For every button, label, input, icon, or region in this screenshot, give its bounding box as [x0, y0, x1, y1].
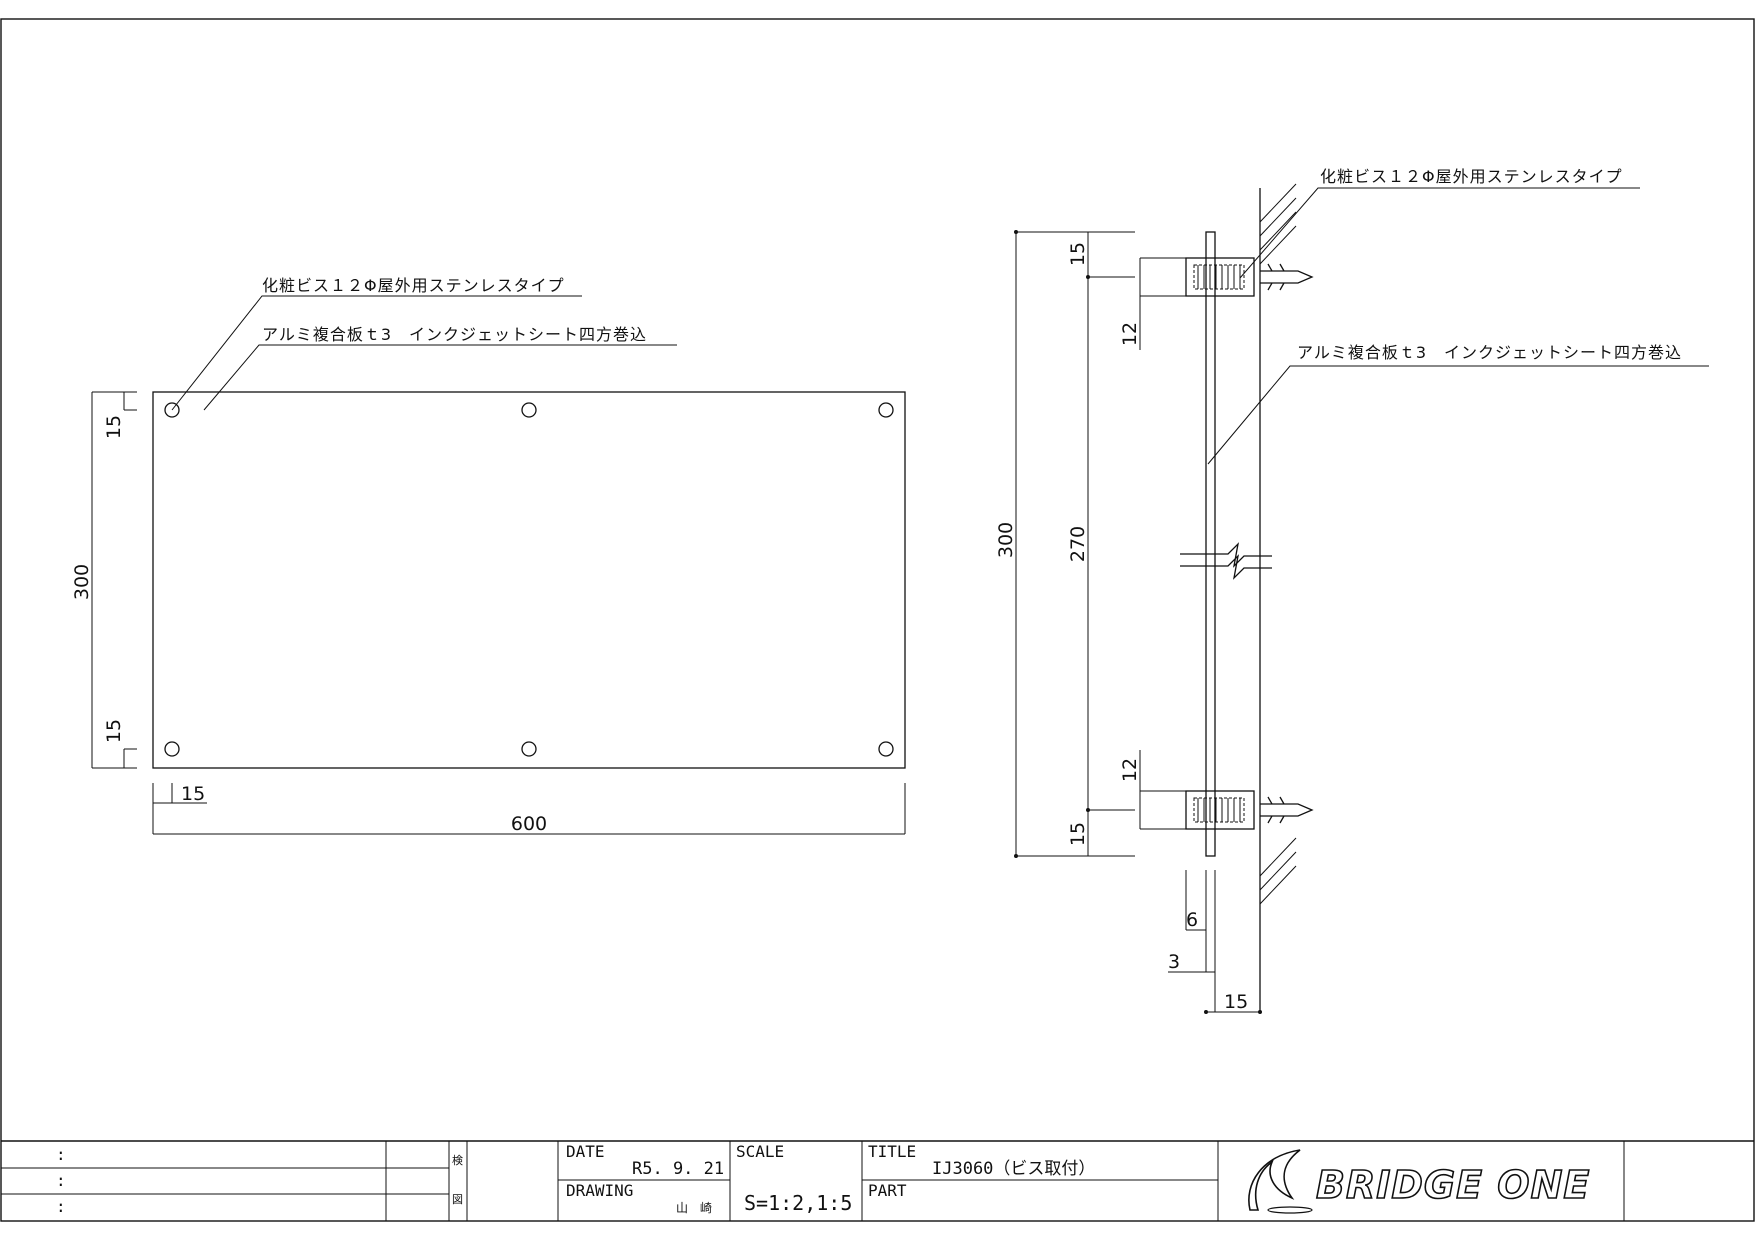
screw-assembly-bottom	[1185, 790, 1314, 830]
tb-drawn-label: 図	[452, 1193, 463, 1206]
side-dim-cap-top: 12	[1119, 322, 1141, 346]
wall-hatch-top	[1259, 183, 1297, 265]
break-symbol	[1180, 542, 1272, 580]
side-view: 化粧ビス１２Φ屋外用ステンレスタイプ アルミ複合板ｔ3 インクジェットシート四方…	[995, 167, 1709, 1014]
screw-hole-bottom-right	[878, 741, 894, 757]
side-dim-top-margin: 15	[1067, 242, 1089, 266]
screw-hole-bottom-left	[164, 741, 180, 757]
side-callout-panel: アルミ複合板ｔ3 インクジェットシート四方巻込	[1297, 343, 1682, 362]
tb-title-label: TITLE	[868, 1142, 916, 1161]
screw-cap-top	[1185, 257, 1255, 297]
thread-lines-top	[1197, 265, 1241, 289]
wall-hatch-bottom	[1259, 837, 1297, 905]
screw-assembly-top	[1185, 257, 1314, 297]
tb-rev-row-2-text: :	[56, 1171, 66, 1190]
side-dim-total: 300	[995, 522, 1017, 558]
front-callout-panel: アルミ複合板ｔ3 インクジェットシート四方巻込	[262, 325, 647, 344]
front-callout-screw: 化粧ビス１２Φ屋外用ステンレスタイプ	[262, 276, 565, 295]
tb-rev-row-1-text: :	[56, 1145, 66, 1164]
dim-dot	[1086, 275, 1090, 279]
front-dim-height: 300	[71, 564, 93, 600]
title-block: : : : 検 図 DATE R5. 9. 21 DRAWING 山 崎 SCA…	[1, 1140, 1754, 1221]
sheet-border	[0, 18, 1755, 1222]
tb-date-label: DATE	[566, 1142, 605, 1161]
tb-rev-row-3-text: :	[56, 1197, 66, 1216]
dim-dot	[1014, 854, 1018, 858]
thread-lines-bottom	[1197, 798, 1241, 822]
dim-dot	[1086, 808, 1090, 812]
logo-wave-mark	[1248, 1149, 1301, 1211]
front-dim-bottom-margin: 15	[103, 719, 125, 743]
front-dim-width: 600	[511, 813, 547, 835]
tb-scale-label: SCALE	[736, 1142, 784, 1161]
logo-text: BRIDGE ONE	[1316, 1163, 1590, 1207]
callout-leader-panel	[203, 344, 677, 411]
screw-hole-top-right	[878, 402, 894, 418]
dim-dot	[1204, 1010, 1208, 1014]
tb-scale-value: S=1:2,1:5	[744, 1191, 852, 1215]
screw-cap-bottom	[1185, 790, 1255, 830]
side-dim-pitch: 270	[1067, 526, 1089, 562]
tb-check-label: 検	[452, 1153, 463, 1167]
wall-anchor-top	[1260, 263, 1314, 291]
screw-hole-top-center	[521, 402, 537, 418]
tb-part-label: PART	[868, 1181, 907, 1200]
panel-outline	[152, 391, 906, 769]
screw-thread-bottom	[1193, 797, 1245, 823]
panel-edge	[1205, 231, 1216, 857]
side-dim-bottom-margin: 15	[1067, 822, 1089, 846]
tb-drawing-value: 山 崎	[676, 1201, 712, 1215]
front-dim-top-margin: 15	[103, 415, 125, 439]
tb-date-value: R5. 9. 21	[632, 1159, 724, 1179]
side-callout-leader-panel	[1207, 365, 1709, 465]
side-dim-cap-bottom: 12	[1119, 758, 1141, 782]
side-dim-3: 3	[1168, 951, 1180, 973]
bridge-one-logo: BRIDGE ONE	[1248, 1149, 1590, 1214]
callout-leader-screw	[171, 295, 582, 411]
dim-dot	[1258, 1010, 1262, 1014]
screw-hole-top-left	[164, 402, 180, 418]
dim-dot	[1014, 230, 1018, 234]
screw-thread-top	[1193, 264, 1245, 290]
side-dim-15: 15	[1224, 991, 1248, 1013]
tb-title-value: IJ3060（ビス取付）	[932, 1159, 1095, 1179]
front-view: 化粧ビス１２Φ屋外用ステンレスタイプ アルミ複合板ｔ3 インクジェットシート四方…	[71, 276, 906, 835]
tb-drawing-label: DRAWING	[566, 1181, 633, 1200]
logo-base-ellipse	[1267, 1206, 1313, 1214]
side-callout-screw: 化粧ビス１２Φ屋外用ステンレスタイプ	[1320, 167, 1623, 186]
front-dim-side-margin: 15	[181, 783, 205, 805]
side-callout-leader-screw	[1239, 187, 1640, 279]
screw-hole-bottom-center	[521, 741, 537, 757]
wall-anchor-bottom	[1260, 796, 1314, 824]
side-dim-6: 6	[1186, 909, 1198, 931]
